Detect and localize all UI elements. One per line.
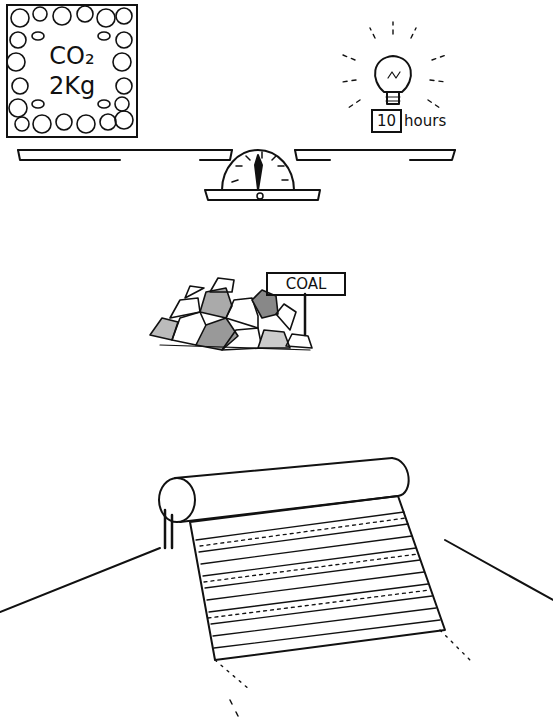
co2-pebbles [7,6,133,133]
balance-scale [18,150,455,200]
solar-water-heater [0,458,553,716]
co2-box: CO₂ 2Kg [6,4,138,138]
sign-text: COAL [284,275,329,294]
node-text: CO₂ 2Kg [38,41,106,101]
unit-text: hours [402,112,448,131]
sign-post [304,294,307,335]
count-box: 10 [371,109,402,134]
hours-tag: 10hours [371,106,461,136]
lightbulb [342,22,446,108]
coal-sign: COAL [266,272,346,296]
